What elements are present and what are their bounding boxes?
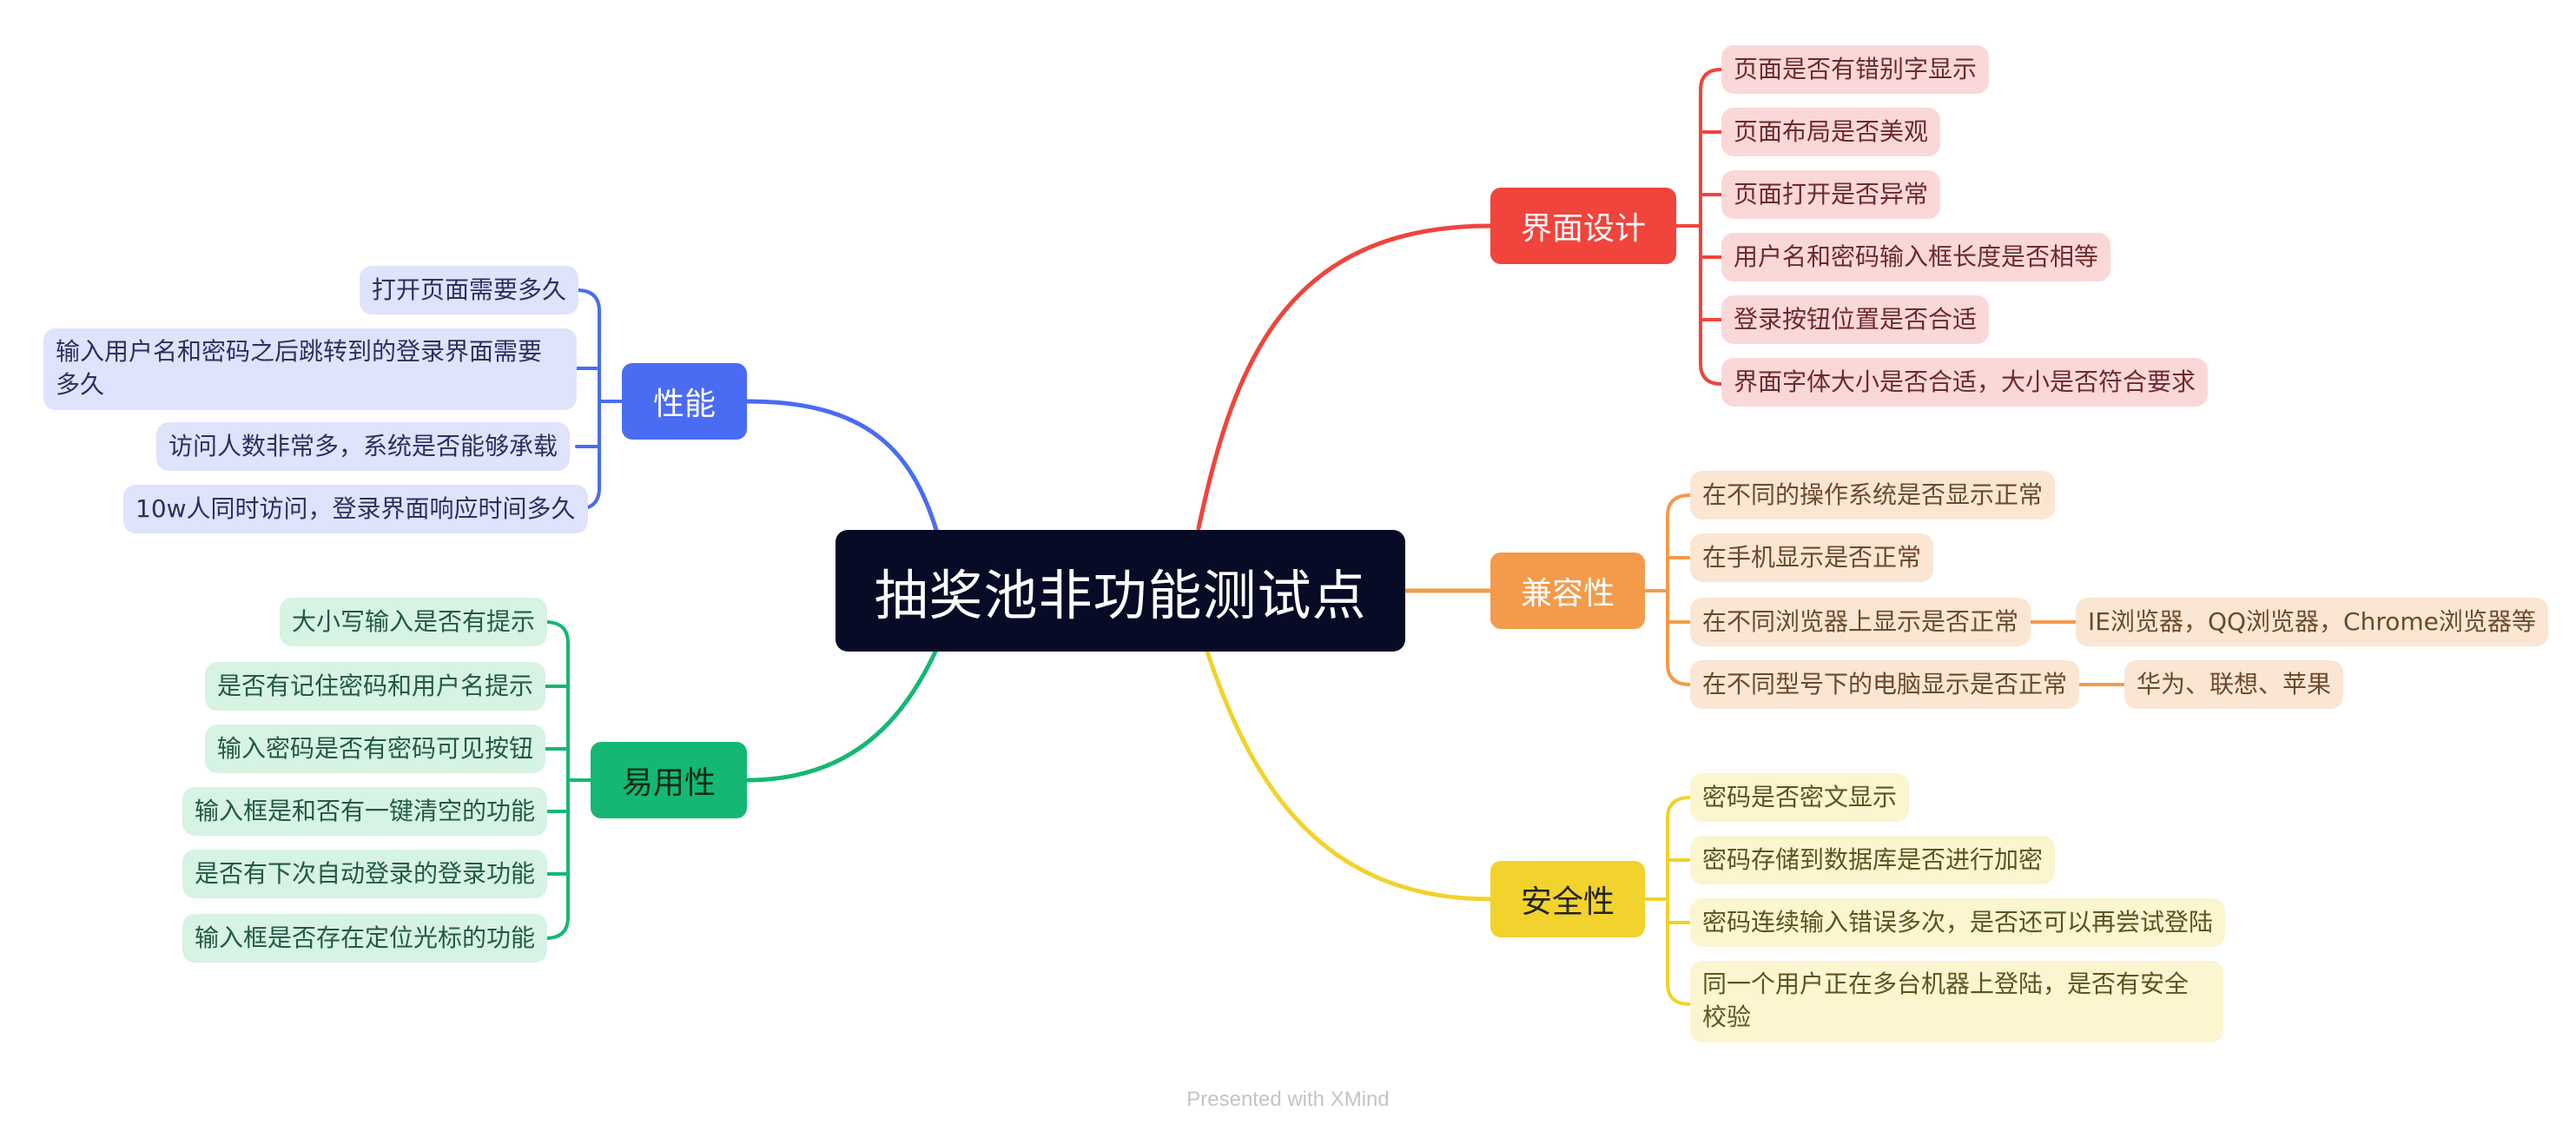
leaf-label: 输入密码是否有密码可见按钮: [217, 734, 534, 763]
leaf-security-1[interactable]: 密码是否密文显示: [1690, 773, 1910, 822]
leaf-label: 界面字体大小是否合适，大小是否符合要求: [1734, 367, 2196, 396]
leaf-perf-4[interactable]: 10w人同时访问，登录界面响应时间多久: [123, 485, 588, 533]
leaf-label: 打开页面需要多久: [372, 275, 567, 304]
leaf-security-4[interactable]: 同一个用户正在多台机器上登陆，是否有安全校验: [1690, 961, 2223, 1042]
link-root-perf: [744, 399, 939, 533]
leaf-ui-1[interactable]: 页面是否有错别字显示: [1721, 45, 1990, 94]
leaf-security-2[interactable]: 密码存储到数据库是否进行加密: [1690, 836, 2056, 884]
branch-performance-label: 性能: [652, 387, 716, 422]
leaf-label: 登录按钮位置是否合适: [1734, 305, 1978, 334]
root-topic-label: 抽奖池非功能测试点: [874, 564, 1367, 627]
leaf-compat-1[interactable]: 在不同的操作系统是否显示正常: [1690, 471, 2056, 520]
leaf-label: 同一个用户正在多台机器上登陆，是否有安全校验: [1702, 970, 2190, 1031]
leaf-compat-browsers[interactable]: IE浏览器，QQ浏览器，Chrome浏览器等: [2076, 598, 2548, 646]
root-topic[interactable]: 抽奖池非功能测试点: [836, 530, 1405, 652]
branch-performance[interactable]: 性能: [622, 363, 747, 440]
leaf-perf-2[interactable]: 输入用户名和密码之后跳转到的登录界面需要多久: [43, 328, 577, 410]
leaf-label: 在不同的操作系统是否显示正常: [1702, 480, 2044, 509]
leaf-label: 在不同浏览器上显示是否正常: [1702, 607, 2019, 636]
leaf-label: 在手机显示是否正常: [1702, 543, 1922, 572]
leaf-label: 输入框是和否有一键清空的功能: [195, 797, 536, 825]
leaf-perf-3[interactable]: 访问人数非常多，系统是否能够承载: [156, 422, 571, 471]
leaf-label: 页面是否有错别字显示: [1734, 55, 1978, 83]
link-root-ui: [1196, 223, 1493, 531]
leaf-label: 输入用户名和密码之后跳转到的登录界面需要多久: [56, 337, 543, 399]
leaf-label: 输入框是否存在定位光标的功能: [195, 923, 536, 952]
leaf-label: 密码是否密文显示: [1702, 783, 1898, 811]
branch-security[interactable]: 安全性: [1490, 861, 1645, 937]
leaf-label: 页面布局是否美观: [1734, 117, 1929, 146]
leaf-label: 用户名和密码输入框长度是否相等: [1734, 242, 2099, 271]
leaf-usability-5[interactable]: 是否有下次自动登录的登录功能: [182, 850, 548, 898]
leaf-ui-5[interactable]: 登录按钮位置是否合适: [1721, 295, 1990, 344]
leaf-label: 大小写输入是否有提示: [292, 607, 536, 636]
leaf-label: 页面打开是否异常: [1734, 180, 1929, 208]
leaf-label: 密码连续输入错误多次，是否还可以再尝试登陆: [1702, 908, 2214, 937]
leaf-compat-brands[interactable]: 华为、联想、苹果: [2124, 660, 2344, 709]
leaf-security-3[interactable]: 密码连续输入错误多次，是否还可以再尝试登陆: [1690, 898, 2226, 947]
leaf-usability-2[interactable]: 是否有记住密码和用户名提示: [205, 662, 546, 711]
leaf-label: 密码存储到数据库是否进行加密: [1702, 845, 2044, 874]
footer-credit: Presented with XMind: [1186, 1088, 1390, 1111]
leaf-usability-4[interactable]: 输入框是和否有一键清空的功能: [182, 787, 548, 836]
leaf-label: 10w人同时访问，登录界面响应时间多久: [135, 494, 576, 523]
branch-ui-design[interactable]: 界面设计: [1490, 188, 1676, 264]
leaf-ui-2[interactable]: 页面布局是否美观: [1721, 108, 1941, 156]
leaf-usability-3[interactable]: 输入密码是否有密码可见按钮: [205, 725, 546, 773]
leaf-ui-6[interactable]: 界面字体大小是否合适，大小是否符合要求: [1721, 358, 2209, 407]
leaf-label: 是否有记住密码和用户名提示: [217, 672, 534, 700]
branch-compatibility-label: 兼容性: [1520, 576, 1615, 612]
branch-compatibility[interactable]: 兼容性: [1490, 553, 1645, 629]
branch-ui-design-label: 界面设计: [1520, 211, 1646, 247]
branch-security-label: 安全性: [1520, 884, 1615, 920]
leaf-usability-6[interactable]: 输入框是否存在定位光标的功能: [182, 914, 548, 963]
branch-usability-label: 易用性: [621, 765, 716, 801]
leaf-perf-1[interactable]: 打开页面需要多久: [360, 266, 579, 314]
leaf-label: 是否有下次自动登录的登录功能: [195, 859, 536, 888]
link-root-usability: [744, 647, 939, 783]
leaf-compat-3[interactable]: 在不同浏览器上显示是否正常: [1690, 598, 2031, 646]
leaf-label: 访问人数非常多，系统是否能够承载: [168, 432, 558, 460]
leaf-compat-4[interactable]: 在不同型号下的电脑显示是否正常: [1690, 660, 2080, 709]
leaf-ui-3[interactable]: 页面打开是否异常: [1721, 170, 1941, 219]
leaf-label: IE浏览器，QQ浏览器，Chrome浏览器等: [2088, 607, 2536, 636]
leaf-ui-4[interactable]: 用户名和密码输入框长度是否相等: [1721, 233, 2111, 281]
leaf-usability-1[interactable]: 大小写输入是否有提示: [280, 598, 548, 646]
leaf-label: 在不同型号下的电脑显示是否正常: [1702, 670, 2068, 698]
leaf-compat-2[interactable]: 在手机显示是否正常: [1690, 533, 1934, 582]
branch-usability[interactable]: 易用性: [591, 742, 747, 818]
leaf-label: 华为、联想、苹果: [2137, 670, 2332, 698]
link-root-security: [1205, 649, 1493, 902]
